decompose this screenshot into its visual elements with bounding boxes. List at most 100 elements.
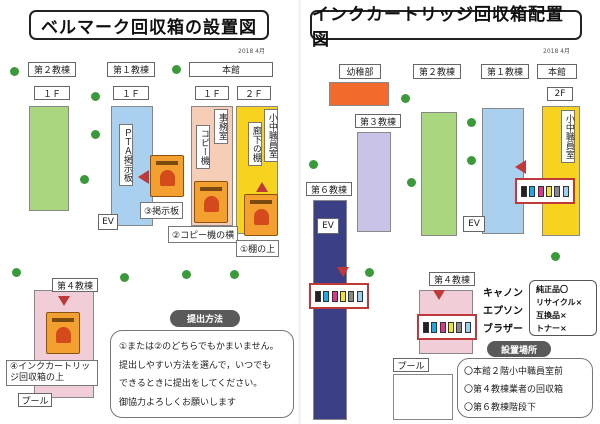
bellmark-date: 2018 4月 [238, 48, 265, 55]
ink-cyan [431, 321, 438, 333]
how-to-submit-box: ①または②のどちらでもかまいません。 提出しやすい方法を選んで，いつでも できる… [110, 330, 294, 418]
copier-label: コピー機 [196, 125, 210, 169]
place-2: 〇第４教棟業者の回収箱 [464, 385, 564, 395]
places-title: 設置場所 [487, 341, 551, 357]
tree-icon [182, 270, 191, 279]
shelf-label: 廊下の棚 [248, 122, 262, 166]
ev-label-building-1: EV [463, 216, 485, 232]
how-line-1: ①または②のどちらでもかまいません。 [119, 342, 279, 352]
ink-yellow [448, 321, 455, 333]
ink-gray [554, 185, 561, 197]
ink-box-building-6 [309, 283, 369, 309]
ink-black [315, 290, 322, 302]
legend-toner: トナー× [536, 324, 567, 333]
bin-2-caption: ②コピー機の横 [168, 226, 239, 243]
building-2-block [29, 106, 69, 211]
bellmark-map-panel: ベルマーク回収箱の設置図 2018 4月 第２教棟 第１教棟 本館 １Ｆ １Ｆ … [0, 0, 298, 424]
bellmark-bin-3 [150, 155, 184, 197]
bell-icon [160, 170, 175, 186]
bin-3-caption: ③掲示板 [140, 202, 184, 219]
tree-icon [10, 67, 19, 76]
tree-icon [172, 65, 181, 74]
staff-room-label: 小中職員室 [264, 109, 278, 162]
tree-icon [309, 160, 318, 169]
label-building-1: 第１教棟 [481, 64, 529, 79]
floor-label-main-2f: ２Ｆ [237, 86, 271, 100]
bell-icon [56, 327, 71, 343]
label-building-3: 第３教棟 [355, 114, 401, 128]
tree-icon [120, 273, 129, 282]
pool-label: プール [18, 393, 52, 407]
bellmark-title: ベルマーク回収箱の設置図 [29, 10, 269, 40]
building-2-block [421, 112, 457, 236]
ink-light-cyan [356, 290, 363, 302]
ink-light-cyan [562, 185, 569, 197]
tree-icon [12, 268, 21, 277]
bellmark-bin-1 [244, 194, 278, 236]
label-building-2: 第２教棟 [28, 62, 76, 77]
ink-yellow [340, 290, 347, 302]
tree-icon [401, 94, 410, 103]
bellmark-bin-2 [194, 181, 228, 223]
ink-cartridge-map-panel: インクカートリッジ回収箱配置図 2018 4月 幼稚部 第２教棟 第１教棟 本館… [301, 0, 600, 424]
how-to-submit-title: 提出方法 [170, 310, 240, 327]
how-line-2: 提出しやすい方法を選んで，いつでも [119, 361, 272, 371]
ink-box-main [515, 178, 575, 204]
label-main-building: 本館 [537, 64, 577, 79]
how-line-3: できるときに提出をしてください。 [119, 379, 263, 389]
legend-recycled: リサイクル× [536, 298, 583, 307]
label-building-6: 第６教棟 [306, 182, 352, 196]
place-1: 〇本館２階小中職員室前 [464, 367, 564, 377]
tree-icon [91, 92, 100, 101]
label-building-1: 第１教棟 [107, 62, 155, 77]
office-label: 事務室 [214, 109, 228, 144]
maker-epson: エプソン [483, 306, 523, 317]
floor-label-b2: １Ｆ [34, 86, 70, 100]
pool-block [393, 374, 453, 420]
bellmark-bin-4 [46, 312, 80, 354]
ink-magenta [331, 290, 338, 302]
pta-board-label: ＰＴＡ掲示板 [119, 124, 133, 186]
bin-1-caption: ①棚の上 [236, 240, 280, 257]
building-6-block [313, 200, 347, 420]
ink-black [521, 185, 528, 197]
bell-icon [204, 196, 219, 212]
floor-label-b1: １Ｆ [113, 86, 149, 100]
ink-cyan [529, 185, 536, 197]
pointer-arrow-icon [58, 296, 70, 306]
ink-black [423, 321, 430, 333]
tree-icon [80, 175, 89, 184]
ev-label-building-6: EV [317, 218, 339, 234]
pointer-arrow-icon [433, 290, 445, 300]
legend-compatible: 互換品× [536, 311, 567, 320]
ink-date: 2018 4月 [543, 48, 570, 55]
floor-label-main-1f: １Ｆ [195, 86, 229, 100]
ink-magenta [537, 185, 544, 197]
tree-icon [551, 252, 560, 261]
tree-icon [467, 118, 476, 127]
label-main-building: 本館 [189, 62, 273, 77]
places-box: 〇本館２階小中職員室前 〇第４教棟業者の回収箱 〇第６教棟階段下 [457, 358, 593, 418]
building-3-block [357, 132, 391, 232]
pointer-arrow-icon [337, 267, 349, 277]
legend-genuine: 純正品〇 [536, 285, 568, 294]
maker-brother: ブラザー [483, 324, 523, 335]
label-building-2: 第２教棟 [413, 64, 461, 79]
pointer-arrow-icon [515, 160, 526, 174]
tree-icon [365, 268, 374, 277]
ink-title: インクカートリッジ回収箱配置図 [310, 5, 582, 50]
ink-legend: 純正品〇 リサイクル× 互換品× トナー× [529, 280, 597, 336]
staff-room-label: 小中職員室 [561, 110, 575, 163]
ev-label: EV [98, 214, 118, 230]
label-building-4: 第４教棟 [429, 272, 475, 286]
ink-gray [456, 321, 463, 333]
bell-icon [254, 209, 269, 225]
ink-cyan [323, 290, 330, 302]
pointer-arrow-icon [256, 182, 268, 192]
floor-label-main-2f: 2F [547, 87, 573, 101]
pool-label: プール [393, 358, 429, 372]
tree-icon [407, 178, 416, 187]
label-kindergarten: 幼稚部 [339, 64, 381, 79]
how-line-4: 御協力よろしくお願いします [119, 398, 237, 408]
